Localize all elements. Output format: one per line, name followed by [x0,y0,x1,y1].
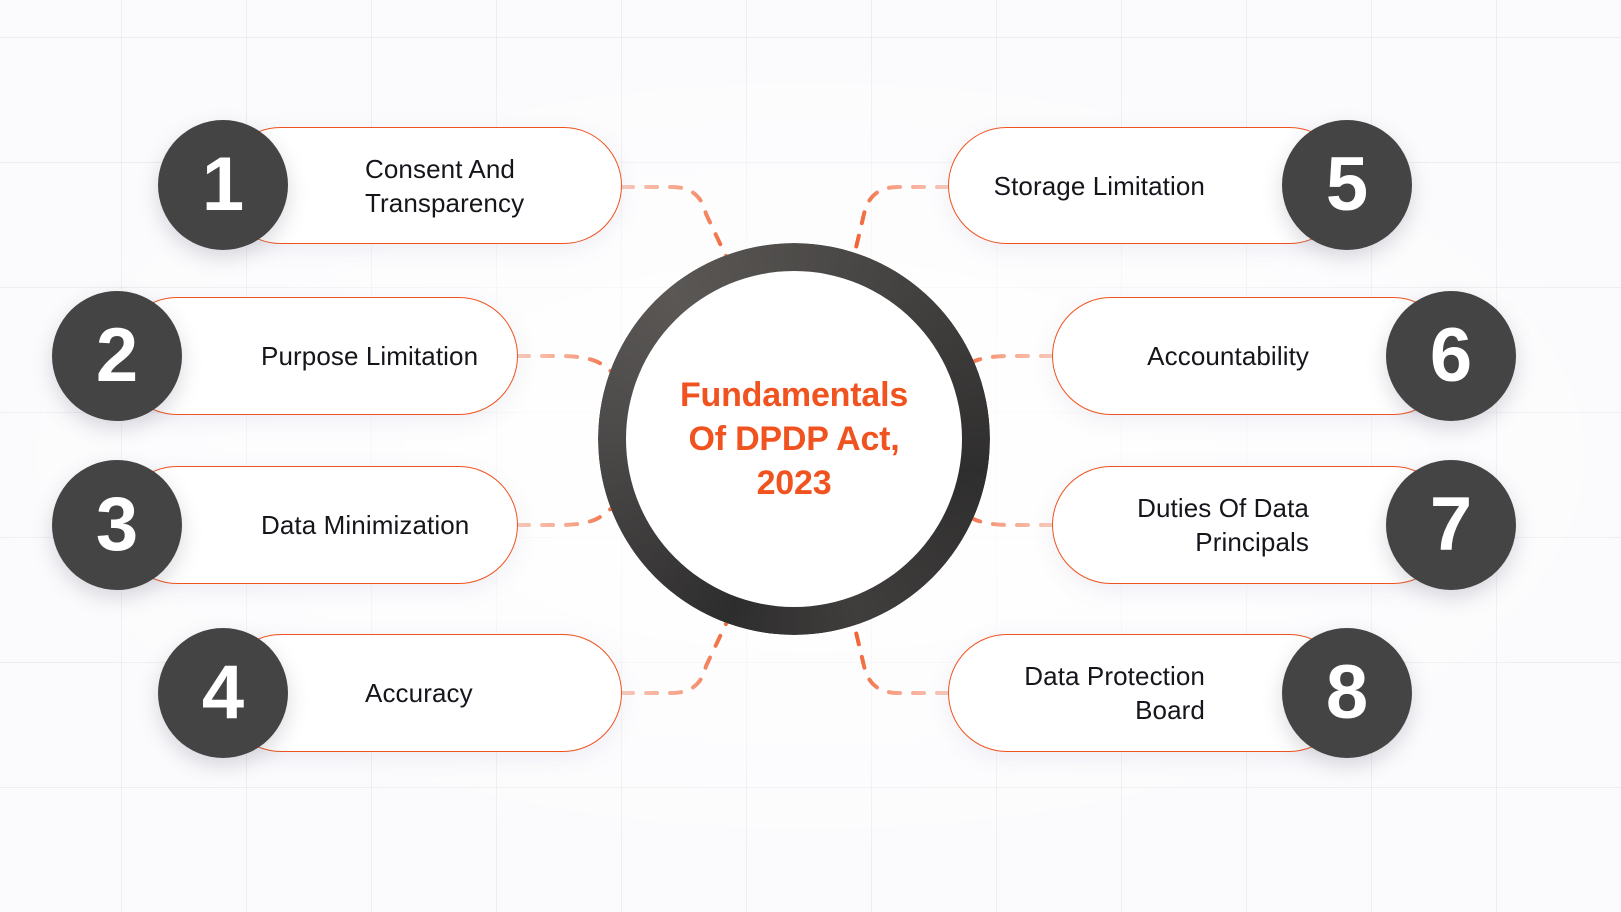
card-number-5: 5 [1325,142,1369,227]
card-number-1: 1 [201,142,245,227]
center-node: Fundamentals Of DPDP Act, 2023 [598,243,990,635]
card-badge-8: 8 [1282,628,1412,758]
card-badge-7: 7 [1386,460,1516,590]
center-inner-disc: Fundamentals Of DPDP Act, 2023 [626,271,962,607]
card-badge-1: 1 [158,120,288,250]
center-title: Fundamentals Of DPDP Act, 2023 [679,376,909,502]
card-badge-6: 6 [1386,291,1516,421]
card-badge-2: 2 [52,291,182,421]
card-badge-4: 4 [158,628,288,758]
card-badge-3: 3 [52,460,182,590]
card-number-4: 4 [201,650,245,735]
card-number-2: 2 [95,313,139,398]
card-number-8: 8 [1325,650,1369,735]
card-number-7: 7 [1429,482,1473,567]
card-number-3: 3 [95,482,139,567]
card-number-6: 6 [1429,313,1473,398]
card-badge-5: 5 [1282,120,1412,250]
